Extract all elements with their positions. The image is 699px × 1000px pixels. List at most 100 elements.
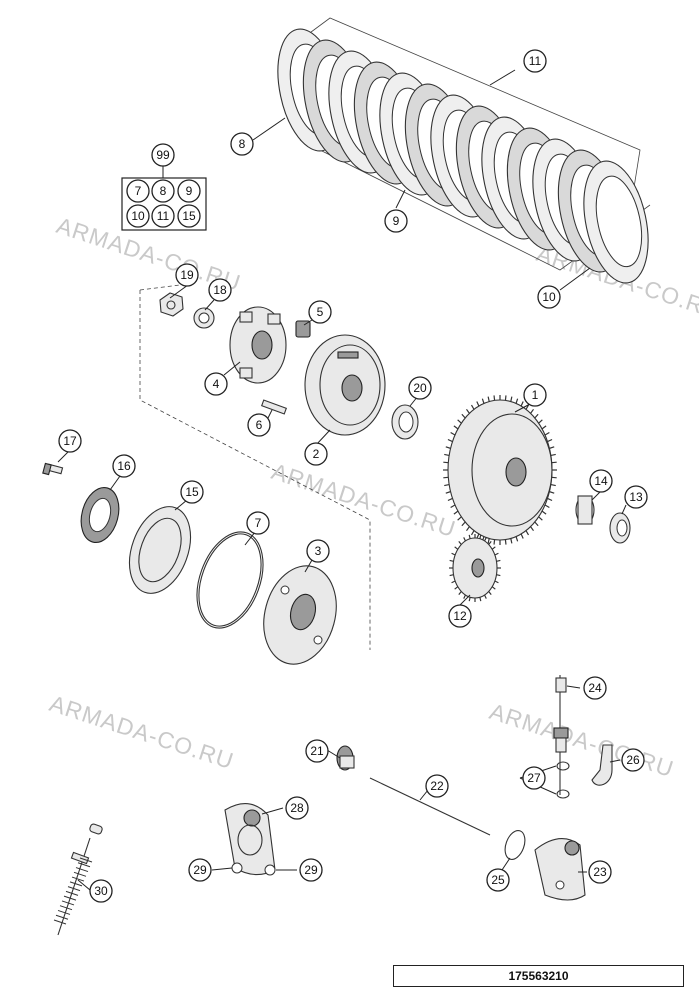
gear-tooth (520, 401, 524, 407)
callout-number: 11 (157, 209, 170, 223)
callout-18: 18 (208, 278, 232, 302)
gear-tooth (457, 516, 462, 521)
spring-coil (53, 919, 67, 925)
gear-tooth (494, 552, 499, 556)
callout-12: 12 (448, 604, 472, 628)
drawing-number-box: 175563210 (393, 965, 684, 987)
gear-tooth (454, 546, 459, 550)
gear-tooth (510, 396, 513, 402)
callout-number: 8 (160, 184, 167, 198)
callout-16: 16 (112, 454, 136, 478)
gear-tooth (534, 413, 539, 419)
gear-tooth (445, 491, 451, 494)
spring-coil (55, 914, 69, 920)
gear-tooth (451, 552, 456, 556)
gear-tooth (487, 396, 490, 402)
callout-number: 5 (317, 305, 324, 319)
spring-coil (79, 857, 93, 863)
callout-27: 27 (522, 766, 546, 790)
gear-tooth (463, 537, 466, 542)
gear-tooth (479, 597, 482, 602)
callout-number: 20 (413, 381, 427, 395)
part-3-pressure-plate (263, 565, 337, 665)
spring-coil (57, 909, 71, 915)
part-26-banjo-bolt (591, 744, 613, 786)
gear-tooth (487, 538, 490, 544)
gear-tooth (551, 461, 557, 464)
spring-coil (77, 862, 91, 868)
callout-3: 3 (306, 539, 330, 563)
part-23-slave-cylinder (534, 838, 586, 901)
callout-11: 11 (523, 49, 547, 73)
gear-tooth (447, 497, 453, 502)
gear-tooth (491, 546, 496, 550)
gear-tooth (488, 541, 492, 545)
callout-99: 99 (151, 143, 175, 167)
gear-tooth (470, 530, 475, 536)
callout-20: 20 (408, 376, 432, 400)
part-4-clutch-hub (229, 306, 287, 384)
part-20-thrust-washer (391, 404, 419, 440)
callout-28: 28 (285, 796, 309, 820)
gear-tooth (504, 395, 507, 401)
gear-tooth (493, 395, 496, 401)
gear-tooth (444, 483, 450, 487)
callout-number: 1 (532, 388, 539, 402)
watermark: ARMADA-CO.RU (46, 690, 237, 774)
callout-number: 10 (542, 290, 556, 304)
callout-5: 5 (308, 300, 332, 324)
callout-14: 14 (589, 469, 613, 493)
gear-tooth (447, 438, 453, 443)
gear-tooth (510, 538, 513, 544)
gear-tooth (443, 461, 449, 464)
callout-layer: 1234567891011121314151617181920212223242… (58, 49, 648, 903)
part-6-pin (260, 399, 288, 415)
gear-tooth (484, 537, 487, 542)
gear-tooth (454, 586, 459, 590)
gear-tooth (520, 533, 524, 539)
part-14-needle-bush (575, 495, 595, 525)
spring-coil (61, 900, 75, 906)
callout-13: 13 (624, 485, 648, 509)
gear-tooth (484, 594, 487, 599)
callout-number: 17 (63, 434, 77, 448)
gear-tooth (453, 510, 459, 515)
part-24-bleed-screw (553, 675, 569, 795)
gear-tooth (550, 453, 556, 457)
gear-tooth (551, 476, 557, 479)
callout-number: 30 (94, 884, 108, 898)
callout-number: 6 (256, 418, 263, 432)
callout-number: 29 (193, 863, 207, 877)
part-2-clutch-basket (304, 334, 386, 436)
kit-item-8: 8 (151, 179, 175, 203)
kit-item-9: 9 (177, 179, 201, 203)
callout-17: 17 (58, 429, 82, 453)
spring-coil (71, 876, 85, 882)
part-19-nut (159, 292, 184, 317)
callout-number: 99 (156, 148, 170, 162)
gear-tooth (458, 541, 462, 545)
gear-tooth (544, 504, 550, 509)
spring-coil (69, 881, 83, 887)
gear-tooth (468, 597, 471, 602)
part-7-o-ring (196, 531, 264, 629)
callout-number: 19 (180, 268, 194, 282)
gear-tooth (541, 510, 547, 515)
callout-number: 8 (239, 137, 246, 151)
callout-number: 2 (313, 447, 320, 461)
callout-number: 9 (186, 184, 193, 198)
callout-8: 8 (230, 132, 254, 156)
callout-number: 22 (430, 779, 444, 793)
clutch-disc-stack (277, 17, 651, 284)
spring-coil (63, 895, 77, 901)
part-21-piston (336, 745, 355, 771)
callout-number: 16 (117, 459, 131, 473)
callout-30: 30 (89, 879, 113, 903)
callout-number: 10 (131, 209, 145, 223)
gear-tooth (549, 491, 555, 494)
gear-tooth (481, 398, 485, 404)
callout-number: 28 (290, 801, 304, 815)
callout-21: 21 (305, 739, 329, 763)
spring-coil (73, 871, 87, 877)
